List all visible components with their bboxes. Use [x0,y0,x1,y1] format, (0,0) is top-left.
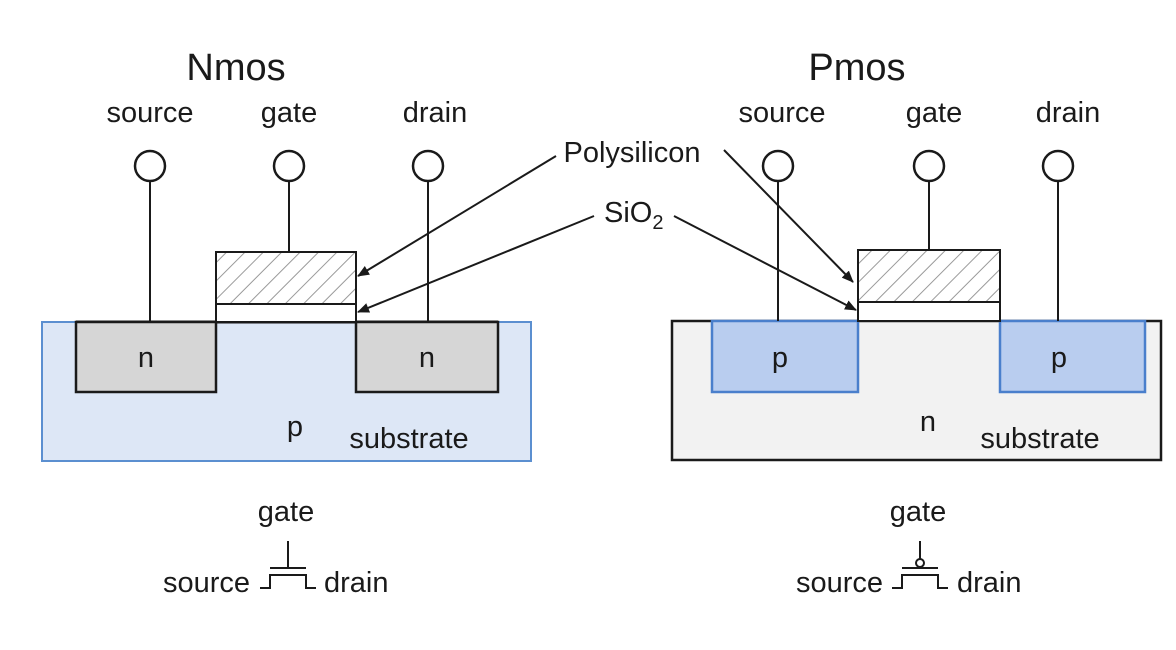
nmos-symbol-drain-label: drain [324,567,389,599]
sio2-subscript: 2 [652,212,663,234]
nmos-gate-label: gate [261,97,317,129]
pmos-polysilicon-gate [857,249,1001,303]
nmos-source-label: source [106,97,193,129]
nmos-n-label-right: n [419,342,435,374]
sio2-base-text: SiO [604,197,652,229]
sio2-callout-label: SiO2 [604,197,663,234]
pmos-body-label: n [920,406,936,438]
nmos-gate-terminal [272,149,306,183]
nmos-symbol-channel [260,574,316,589]
pmos-symbol-gate-label: gate [890,496,946,528]
pmos-p-label-left: p [772,342,788,374]
pmos-gate-oxide [857,301,1001,322]
nmos-symbol-source-label: source [163,567,250,599]
nmos-n-diffusion-source [74,320,218,394]
pmos-title: Pmos [808,47,905,89]
nmos-symbol-gate-label: gate [258,496,314,528]
pmos-source-terminal [761,149,795,183]
nmos-n-label-left: n [138,342,154,374]
nmos-gate-oxide [215,303,357,323]
pmos-gate-label: gate [906,97,962,129]
sio2-arrow-nmos [357,215,595,313]
polysilicon-arrow-nmos [357,155,557,277]
pmos-symbol-inversion-bubble [915,558,925,568]
pmos-circuit-symbol: gate source drain [796,496,1022,599]
pmos-drain-terminal [1041,149,1075,183]
callouts: Polysilicon SiO2 [357,137,857,313]
pmos-symbol-channel [892,574,948,589]
nmos-title: Nmos [186,47,285,89]
pmos-symbol-source-label: source [796,567,883,599]
pmos-symbol-drain-label: drain [957,567,1022,599]
pmos-p-label-right: p [1051,342,1067,374]
nmos-drain-label: drain [403,97,468,129]
polysilicon-arrow-pmos [723,149,854,283]
pmos-drain-label: drain [1036,97,1101,129]
pmos-gate-terminal [912,149,946,183]
nmos-drain-terminal [411,149,445,183]
pmos-substrate-label: substrate [980,423,1099,455]
polysilicon-callout-label: Polysilicon [564,137,701,169]
pmos-p-diffusion-drain [998,319,1147,394]
pmos-source-label: source [738,97,825,129]
nmos-polysilicon-gate [215,251,357,305]
sio2-arrow-pmos [673,215,857,311]
pmos-cross-section: Pmos source gate drain p p n substrate [670,47,1163,462]
pmos-p-diffusion-source [710,319,860,394]
nmos-cross-section: Nmos source gate drain n n p substrate [41,47,532,462]
nmos-circuit-symbol: gate source drain [163,496,389,599]
nmos-source-terminal [133,149,167,183]
nmos-substrate-label: substrate [349,423,468,455]
nmos-body-label: p [287,411,303,443]
